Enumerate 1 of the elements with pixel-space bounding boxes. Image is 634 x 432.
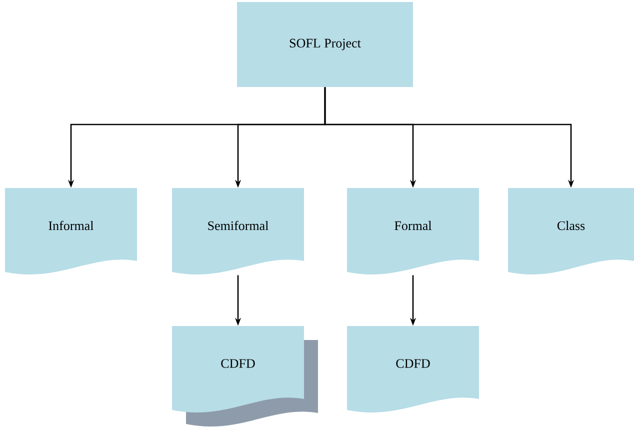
process-box: SOFL Project xyxy=(237,2,413,87)
